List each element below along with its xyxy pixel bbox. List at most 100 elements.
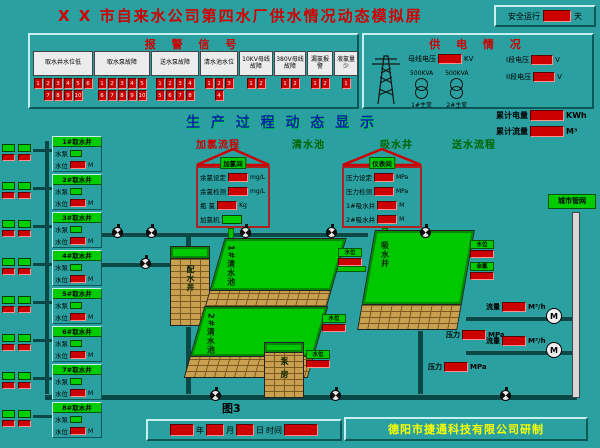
pump-icon[interactable] <box>2 372 15 380</box>
alarm-indicator: 1 <box>204 78 214 89</box>
pump-icon[interactable] <box>18 296 31 304</box>
well-title: 4#取水井 <box>53 251 101 261</box>
well-pump-status[interactable] <box>70 263 82 271</box>
pump-mini-display <box>2 154 15 161</box>
well-pump-label: 水泵 <box>55 150 68 158</box>
well-level-unit: M <box>88 351 94 359</box>
well-pump-status[interactable] <box>70 225 82 233</box>
pump-icon[interactable] <box>18 220 31 228</box>
pump-mini-display <box>2 192 15 199</box>
well-pump-row: 水泵 <box>53 375 101 387</box>
alarm-indicator: 1 <box>155 78 165 89</box>
tank-distribution-label: 配水井 <box>186 265 195 292</box>
pump-icon[interactable] <box>2 296 15 304</box>
pump-icon[interactable] <box>2 334 15 342</box>
well-level-unit: M <box>88 275 94 283</box>
well-pump-row: 水泵 <box>53 261 101 273</box>
well-pump-status[interactable] <box>70 339 82 347</box>
alarm-indicator: 1 <box>33 78 43 89</box>
pump-icon[interactable] <box>2 220 15 228</box>
valve-icon[interactable] <box>112 224 123 238</box>
well-pump-status[interactable] <box>70 415 82 423</box>
valve-icon[interactable] <box>326 224 337 238</box>
pump-mini-display <box>2 230 15 237</box>
well-title: 6#取水井 <box>53 327 101 337</box>
valve-icon[interactable] <box>146 224 157 238</box>
well-pump-row: 水泵 <box>53 413 101 425</box>
pump-icon[interactable] <box>2 410 15 418</box>
well-level-unit: M <box>88 199 94 207</box>
well-pump-status[interactable] <box>70 377 82 385</box>
alarm-indicator: 2 <box>290 78 300 89</box>
alarm-header: 送水泵故障 <box>151 51 199 76</box>
pump-icon[interactable] <box>2 144 15 152</box>
pump-icon[interactable] <box>18 334 31 342</box>
well-level-label: 水位 <box>55 162 68 170</box>
tank-brick-face <box>265 353 303 397</box>
instrument-row-unit: M <box>399 201 405 209</box>
safety-run-unit: 天 <box>574 11 582 21</box>
well-pump-label: 水泵 <box>55 264 68 272</box>
pump-house-level-display <box>306 360 330 368</box>
instrument-row-label: 2#吸水井 <box>346 216 376 224</box>
valve-icon[interactable] <box>420 224 431 238</box>
distribution-inlet-pipe <box>186 232 191 248</box>
valve-icon[interactable] <box>210 387 221 401</box>
transmission-tower-icon <box>372 55 400 105</box>
well-pump-icons <box>0 174 52 210</box>
flow2-display <box>502 336 526 346</box>
chlorination-row-value[interactable] <box>228 172 248 182</box>
valve-icon[interactable] <box>240 224 251 238</box>
pump-mini-display <box>18 192 31 199</box>
pump-icon[interactable] <box>18 258 31 266</box>
pool2-level-display <box>322 324 346 332</box>
alarm-indicator: 7 <box>175 90 185 101</box>
chlorination-row-unit: mg/L <box>250 187 266 195</box>
valve-icon[interactable] <box>140 255 151 269</box>
valve-icon[interactable] <box>500 387 511 401</box>
chlorination-row-label: 瓶 氯 <box>200 202 216 210</box>
instrument-row-value[interactable] <box>374 172 394 182</box>
tank-suction-label: 吸水井 <box>380 241 390 268</box>
pump-icon[interactable] <box>18 144 31 152</box>
pump-icon[interactable] <box>2 182 15 190</box>
pump-mini-display <box>2 420 15 427</box>
pump-mini-display <box>18 230 31 237</box>
alarm-header: 液氯量少 <box>334 51 358 76</box>
tank-suction-well: 吸水井 <box>357 230 475 330</box>
alarm-indicator: 3 <box>117 78 127 89</box>
flow1-display <box>502 302 526 312</box>
well-level-display <box>70 313 86 321</box>
pump-icon[interactable] <box>18 410 31 418</box>
tank-pool2-label: 2#清水池 <box>206 313 216 355</box>
year-label: 年 <box>196 425 204 435</box>
alarm-indicator: 2 <box>165 78 175 89</box>
segment-voltage-display <box>533 72 556 82</box>
well-level-label: 水位 <box>55 200 68 208</box>
datetime-panel: 年 月 日 时间 <box>146 419 342 441</box>
suction-level-gauge: 水位 <box>470 240 494 258</box>
pump-icon[interactable] <box>18 372 31 380</box>
tank-brick-face <box>358 305 461 329</box>
instrument-row-value <box>377 214 398 224</box>
well-pump-status[interactable] <box>70 301 82 309</box>
well-pump-status[interactable] <box>70 187 82 195</box>
pump-icon[interactable] <box>2 258 15 266</box>
valve-icon[interactable] <box>330 387 341 401</box>
well-pump-icons <box>0 212 52 248</box>
alarm-indicator: 2 <box>107 78 117 89</box>
bottom-main-pipe <box>45 394 577 400</box>
tank-brick-face <box>171 259 209 325</box>
flow2-unit: M³/h <box>528 337 546 345</box>
well-pump-status[interactable] <box>70 149 82 157</box>
pressure2-display <box>444 362 468 372</box>
tank-distribution-well: 配水井 <box>170 246 210 326</box>
pump-icon[interactable] <box>18 182 31 190</box>
total-flow-display <box>530 126 564 137</box>
